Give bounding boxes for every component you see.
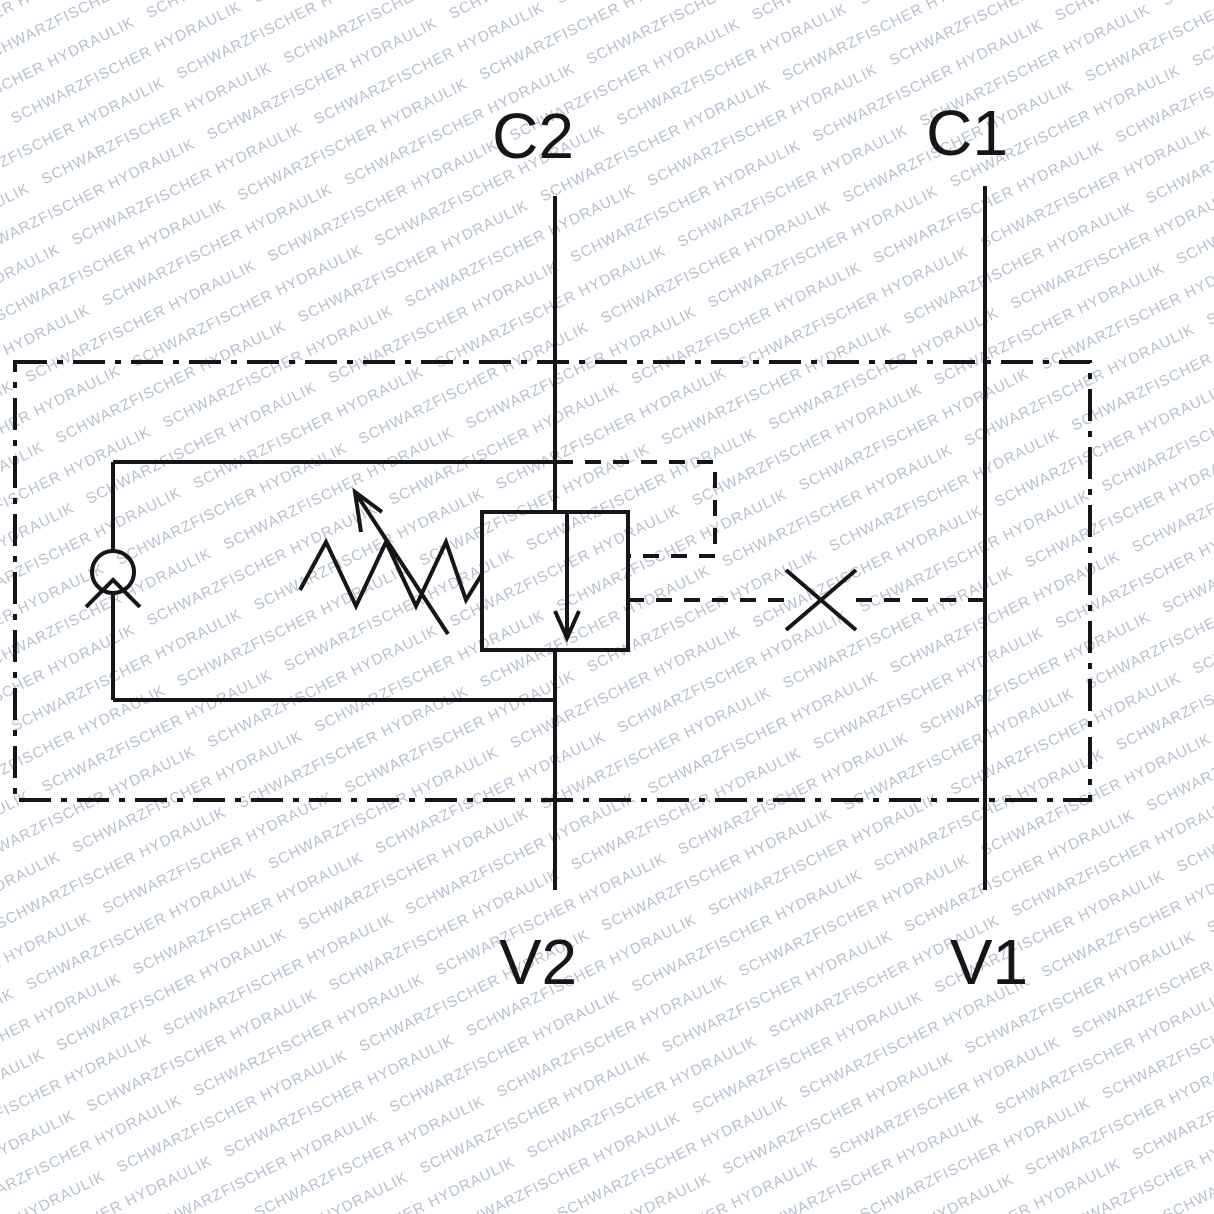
port-label-v1: V1 <box>950 926 1028 998</box>
adjustability-arrow-head-icon <box>352 487 384 533</box>
flow-arrow-head-icon <box>553 610 581 643</box>
pilot-line-dashed <box>557 460 717 558</box>
orifice-icon-arc2 <box>784 568 858 632</box>
port-label-c1: C1 <box>926 97 1008 169</box>
port-label-c2: C2 <box>492 100 574 172</box>
adjustability-arrow-shaft <box>353 490 450 636</box>
relief-valve-body <box>480 510 630 652</box>
check-valve-seat-icon <box>84 577 142 609</box>
port-label-v2: V2 <box>499 926 577 998</box>
spring-icon <box>298 536 484 611</box>
check-valve-ball-icon <box>90 549 136 595</box>
valve-block-boundary <box>13 360 1092 802</box>
